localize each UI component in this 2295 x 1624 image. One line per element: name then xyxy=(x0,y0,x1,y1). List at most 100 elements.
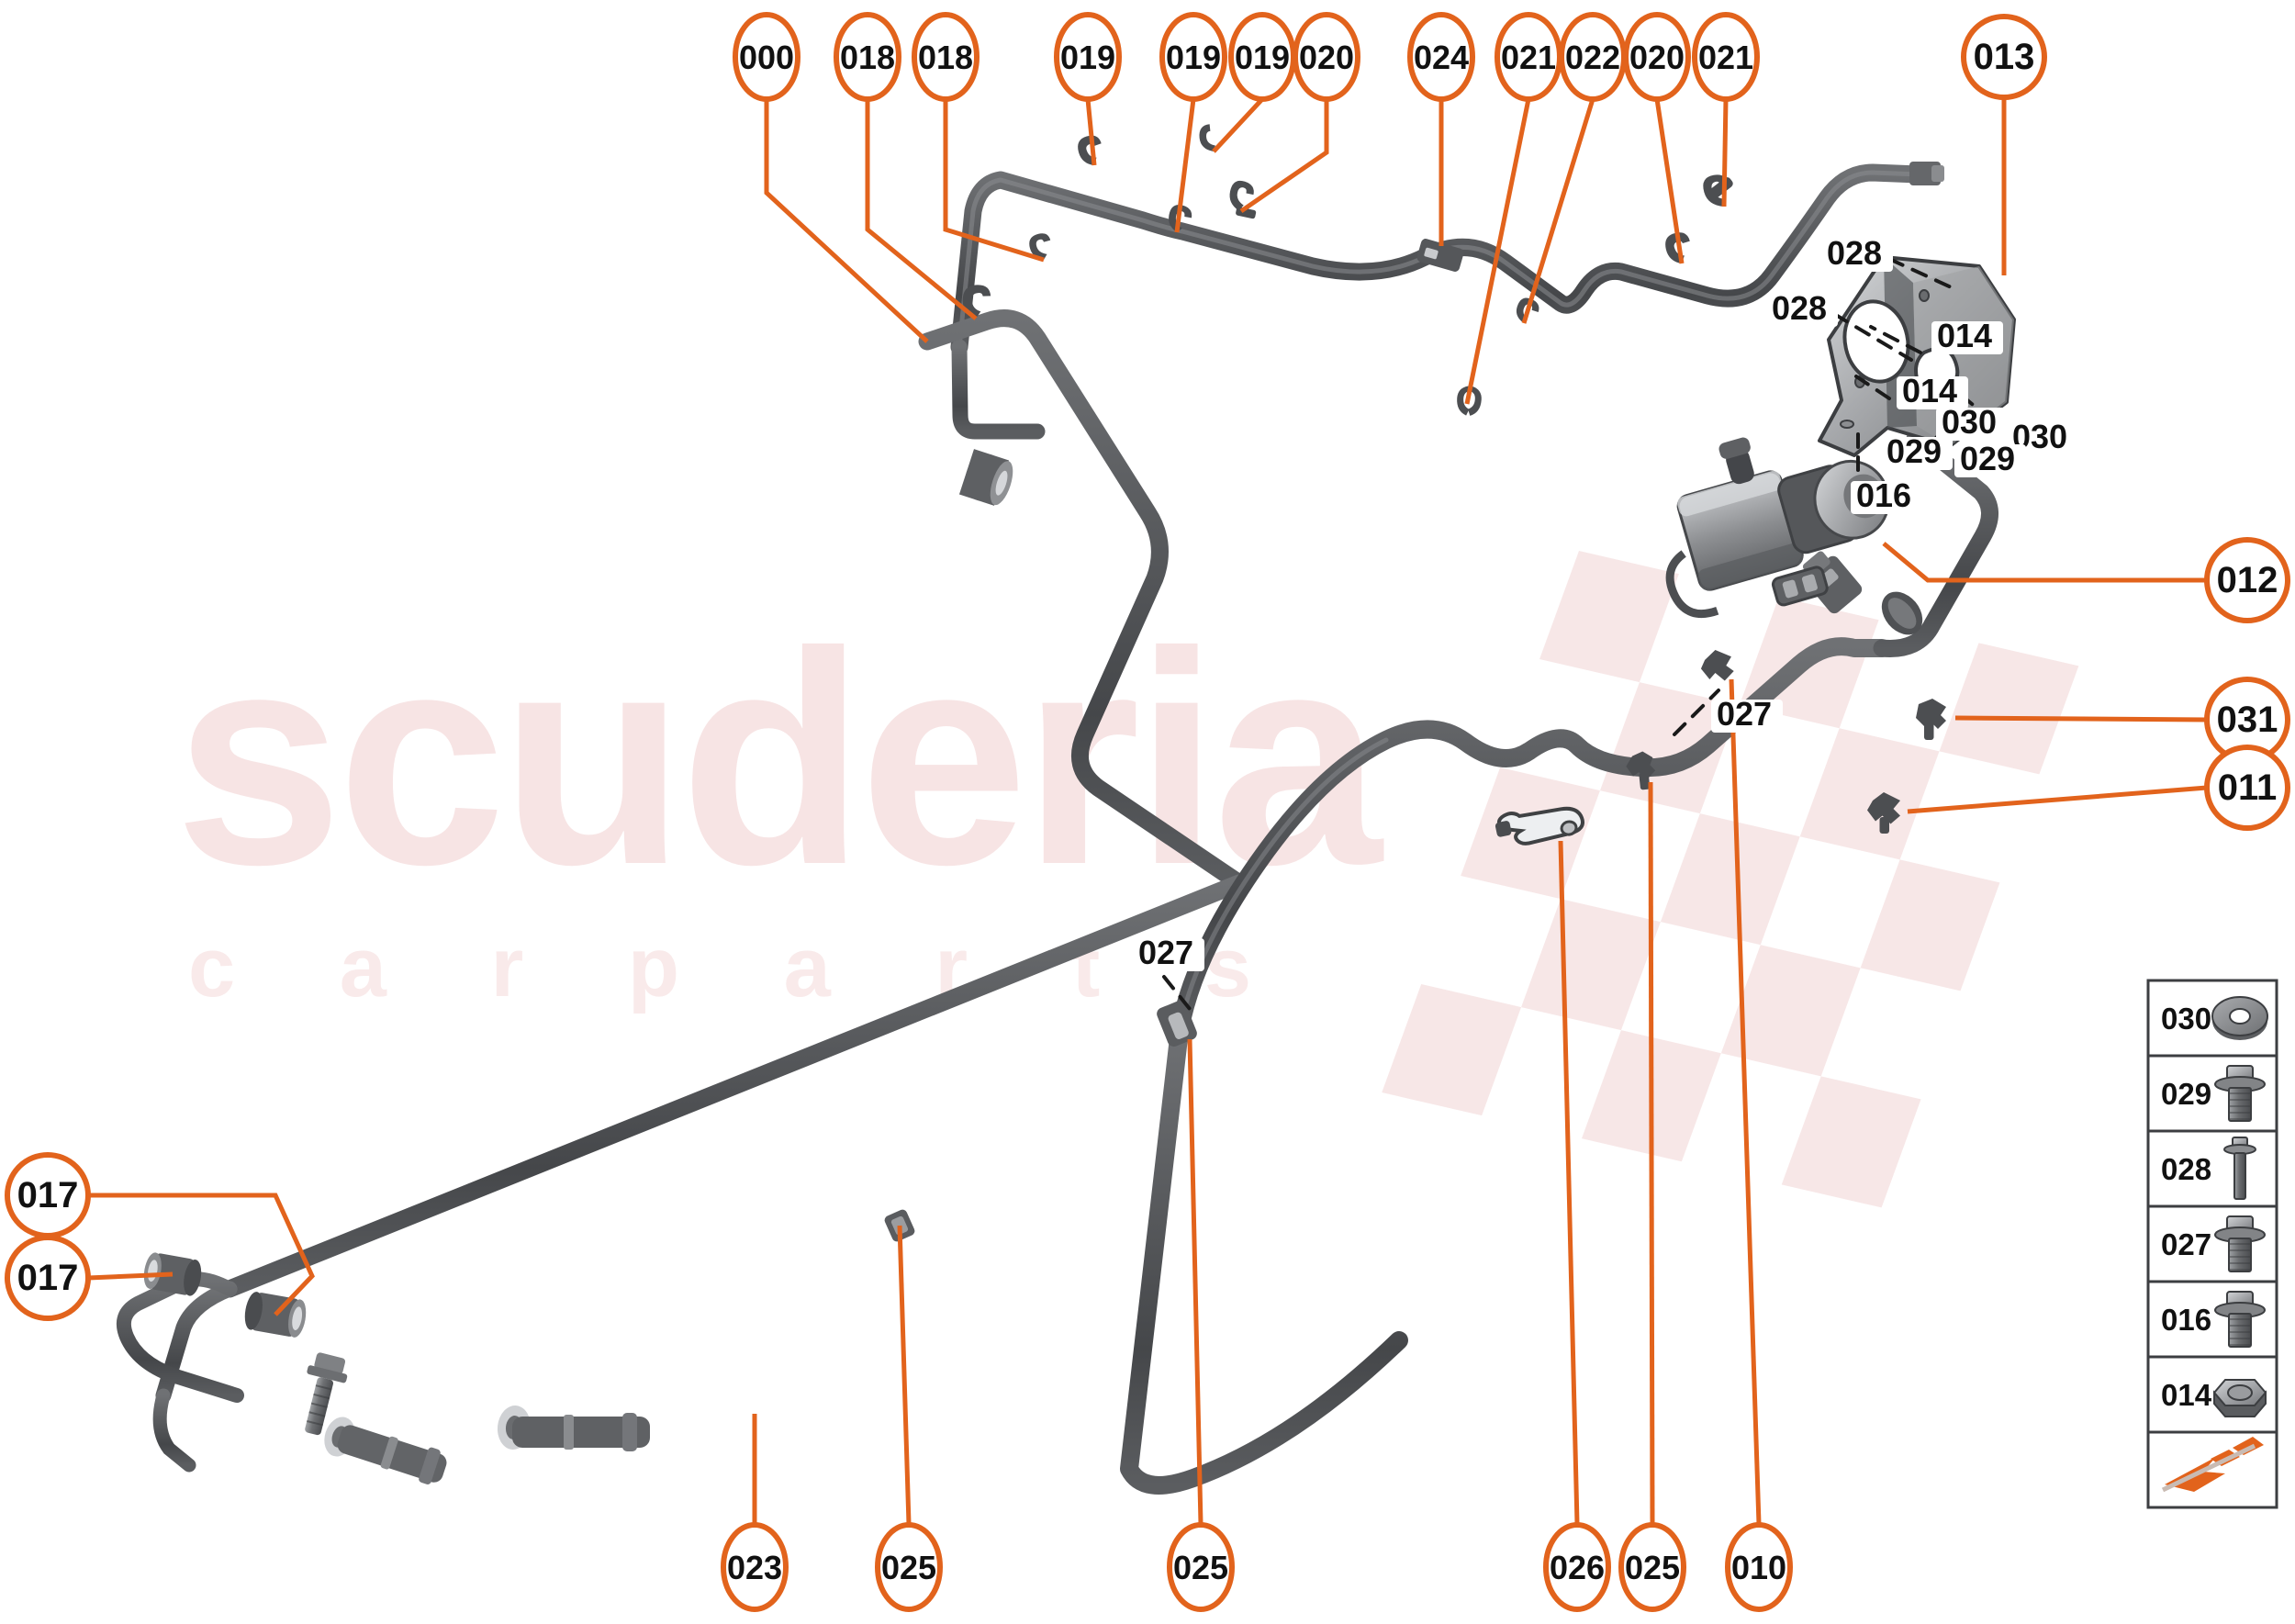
callout-right-011[interactable]: 011 xyxy=(2204,745,2290,831)
flange-nut-icon xyxy=(2212,1379,2267,1417)
callout-left-017[interactable]: 017 xyxy=(5,1235,91,1321)
long-thin-bolt-icon xyxy=(2223,1137,2256,1200)
hose-end-fitting-023 xyxy=(324,1417,447,1484)
callout-bubble-shape[interactable] xyxy=(834,12,901,102)
callout-bubble-shape[interactable] xyxy=(1167,1522,1235,1612)
inline-label-backdrop xyxy=(1954,444,2026,477)
legend-part-number: 030 xyxy=(2161,1002,2211,1036)
flange-bolt-icon xyxy=(2214,1215,2266,1272)
leader-021-a xyxy=(1464,98,1531,405)
callout-number: 031 xyxy=(2217,700,2278,740)
callout-bubble-shape[interactable] xyxy=(1407,12,1475,102)
callout-number: 010 xyxy=(1731,1549,1786,1586)
inline-label-backdrop xyxy=(1931,321,2003,354)
main-long-vacuum-line xyxy=(117,309,1248,1484)
callout-bottom-025[interactable]: 025 xyxy=(1618,1522,1686,1612)
callout-top-000[interactable]: 000 xyxy=(733,12,800,102)
callout-top-013[interactable]: 013 xyxy=(1961,14,2047,100)
callout-bubble-shape[interactable] xyxy=(1159,12,1227,102)
leader-019-a xyxy=(1085,98,1097,166)
bushing-000 xyxy=(958,449,1013,506)
inline-label-030: 030 xyxy=(1942,403,1997,441)
flange-bolt-icon xyxy=(2214,1065,2266,1122)
callout-bubble-shape[interactable] xyxy=(5,1235,91,1321)
callout-number: 021 xyxy=(1698,39,1753,76)
callout-top-021[interactable]: 021 xyxy=(1692,12,1760,102)
leader-031 xyxy=(1954,715,2208,722)
clip-025-right xyxy=(1626,751,1656,790)
inline-label-backdrop xyxy=(1851,481,1922,514)
callout-number: 022 xyxy=(1565,39,1620,76)
inline-label-backdrop xyxy=(1821,239,1893,272)
leader-025-b xyxy=(1187,1038,1203,1525)
checkered-flag-watermark xyxy=(1382,551,2079,1208)
legend-part-number: 029 xyxy=(2161,1077,2211,1111)
callout-bottom-010[interactable]: 010 xyxy=(1725,1522,1793,1612)
callout-top-020[interactable]: 020 xyxy=(1623,12,1691,102)
leader-018-b xyxy=(943,99,1045,263)
callout-number: 019 xyxy=(1166,39,1221,76)
callout-bottom-025[interactable]: 025 xyxy=(875,1522,943,1612)
leader-020-a xyxy=(1239,99,1329,214)
legend-part-number: 028 xyxy=(2161,1152,2211,1186)
flange-bolt-icon xyxy=(2214,1291,2266,1348)
legend-outer-border xyxy=(2146,979,2278,1509)
callout-bubble-shape[interactable] xyxy=(721,1522,789,1612)
callout-leader-lines xyxy=(87,97,2208,1525)
callout-bubble-shape[interactable] xyxy=(912,12,980,102)
inline-label-028: 028 xyxy=(1827,234,1882,272)
callout-bubble-shape[interactable] xyxy=(2204,745,2290,831)
clip-021-a xyxy=(1457,386,1482,416)
inline-label-014: 014 xyxy=(1937,317,1992,354)
callout-top-018[interactable]: 018 xyxy=(912,12,980,102)
callout-bubble-shape[interactable] xyxy=(1725,1522,1793,1612)
callout-top-020[interactable]: 020 xyxy=(1293,12,1360,102)
inline-label-backdrop xyxy=(1766,294,1838,327)
leader-021-b xyxy=(1721,98,1729,207)
watermark-brand: scuderia xyxy=(174,588,1383,927)
callout-bubble-shape[interactable] xyxy=(1692,12,1760,102)
leader-025-a xyxy=(897,1225,912,1525)
callout-bottom-025[interactable]: 025 xyxy=(1167,1522,1235,1612)
callout-top-018[interactable]: 018 xyxy=(834,12,901,102)
callout-bubble-shape[interactable] xyxy=(1054,12,1122,102)
watermark-tagline: c a r p a r t s xyxy=(188,921,1292,1014)
callout-top-022[interactable]: 022 xyxy=(1559,12,1627,102)
bolt-lower-left xyxy=(305,1352,348,1436)
leader-019-b xyxy=(1174,98,1196,233)
callout-bubble-shape[interactable] xyxy=(1293,12,1360,102)
leader-011 xyxy=(1907,785,2208,814)
callout-top-019[interactable]: 019 xyxy=(1159,12,1227,102)
callout-right-012[interactable]: 012 xyxy=(2204,537,2290,623)
callout-bubble-shape[interactable] xyxy=(1623,12,1691,102)
callout-top-024[interactable]: 024 xyxy=(1407,12,1475,102)
callout-number: 012 xyxy=(2217,560,2278,600)
callout-bottom-023[interactable]: 023 xyxy=(721,1522,789,1612)
callout-left-017[interactable]: 017 xyxy=(5,1152,91,1238)
inline-label-backdrop xyxy=(1897,376,1968,409)
callout-bubble-shape[interactable] xyxy=(1961,14,2047,100)
callout-bubble-shape[interactable] xyxy=(2204,537,2290,623)
callout-top-019[interactable]: 019 xyxy=(1054,12,1122,102)
callout-bubble-shape[interactable] xyxy=(1618,1522,1686,1612)
legend-row: 029 xyxy=(2146,1054,2278,1133)
callout-number: 018 xyxy=(918,39,973,76)
clip-031 xyxy=(1916,699,1946,740)
leader-020-b xyxy=(1654,98,1685,264)
clip-018-a xyxy=(1029,233,1051,260)
callout-bubble-shape[interactable] xyxy=(733,12,800,102)
inline-label-028: 028 xyxy=(1772,289,1827,327)
callout-bubble-shape[interactable] xyxy=(875,1522,943,1612)
callout-bottom-026[interactable]: 026 xyxy=(1543,1522,1611,1612)
callout-group-right[interactable]: 012 031 011 xyxy=(2204,537,2290,831)
callout-bubble-shape[interactable] xyxy=(1543,1522,1611,1612)
inline-label-backdrop xyxy=(1881,437,1953,470)
clip-018-b xyxy=(962,285,991,319)
inline-label-029: 029 xyxy=(1960,440,2015,477)
